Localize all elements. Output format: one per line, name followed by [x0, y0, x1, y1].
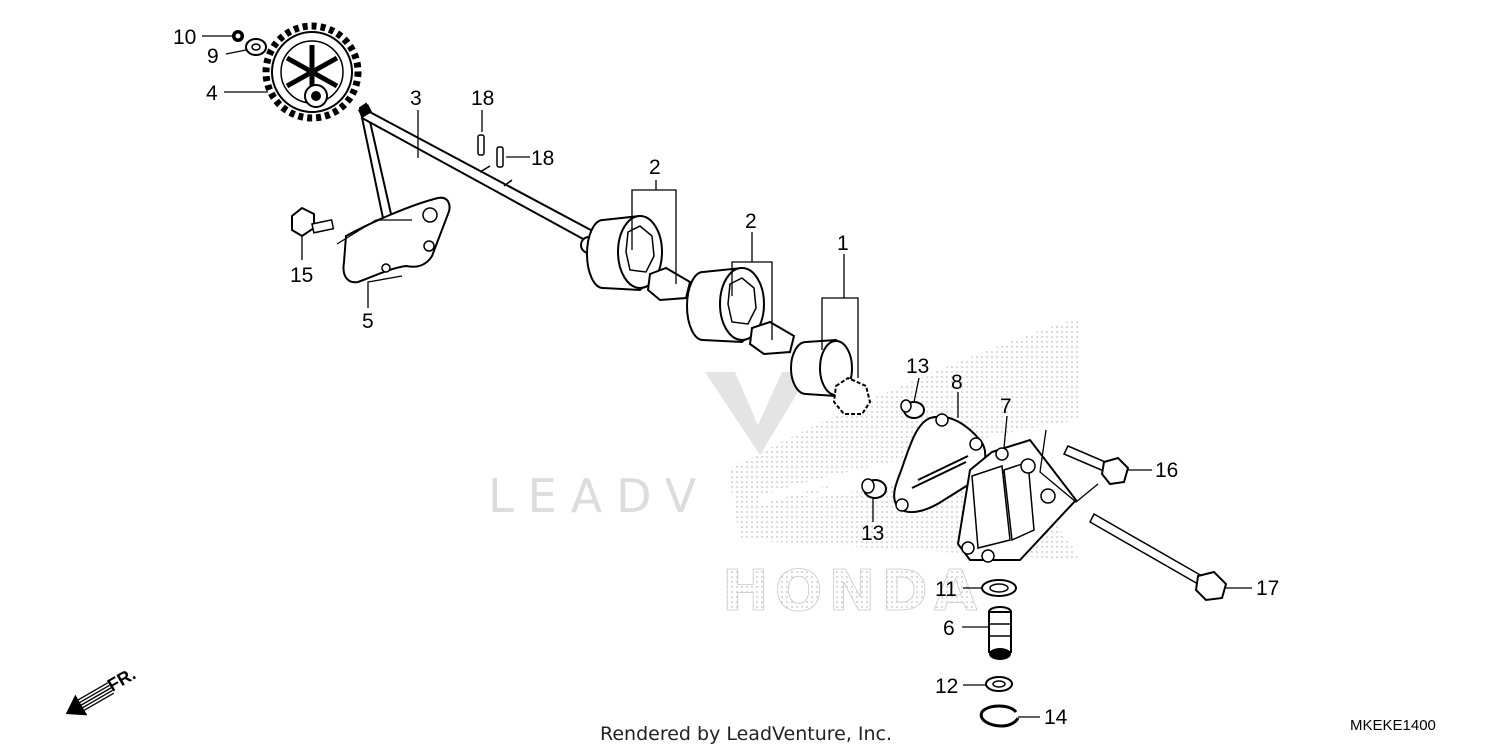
callout-17[interactable]: 17 — [1256, 577, 1279, 600]
circlip-part-14[interactable] — [979, 704, 1020, 728]
watermark-text: LEADV — [488, 469, 710, 523]
gasket-part-8[interactable] — [893, 413, 987, 514]
diagram-code: MKEKE1400 — [1350, 717, 1436, 734]
rotor-part-2b[interactable] — [686, 266, 796, 356]
callout-8[interactable]: 8 — [951, 371, 963, 394]
callout-9[interactable]: 9 — [207, 45, 219, 68]
callout-15[interactable]: 15 — [290, 264, 313, 287]
callout-1[interactable]: 1 — [837, 232, 849, 255]
callout-2a[interactable]: 2 — [649, 156, 661, 179]
callout-18b[interactable]: 18 — [531, 147, 554, 170]
relief-valve-part-6[interactable] — [988, 606, 1012, 660]
callout-18a[interactable]: 18 — [471, 87, 494, 110]
callout-4[interactable]: 4 — [206, 82, 218, 105]
callout-7[interactable]: 7 — [1000, 395, 1012, 418]
pin-part-18a[interactable] — [477, 134, 485, 156]
rotor-set-part-1[interactable] — [790, 338, 872, 415]
watermark-leadventure-mark — [705, 372, 810, 455]
bolt-part-16[interactable] — [1062, 445, 1130, 486]
bolt-part-17[interactable] — [1089, 512, 1228, 602]
front-direction-indicator: FR. — [65, 664, 139, 716]
clip-part-10[interactable] — [232, 30, 244, 42]
rotor-part-2a[interactable] — [586, 214, 692, 302]
washer-part-12[interactable] — [985, 676, 1013, 692]
pump-housing-part-7[interactable] — [956, 438, 1078, 563]
front-arrow-icon — [65, 682, 115, 716]
watermark-honda-text: HONDA — [722, 559, 983, 624]
dowel-part-13b[interactable] — [861, 478, 887, 499]
callout-13b[interactable]: 13 — [861, 522, 884, 545]
washer-part-9[interactable] — [245, 38, 267, 56]
rendered-by-credit: Rendered by LeadVenture, Inc. — [600, 723, 892, 745]
gear-part-4[interactable] — [262, 22, 362, 122]
plate-part-5[interactable] — [342, 196, 451, 284]
front-direction-label: FR. — [104, 664, 139, 696]
callout-6[interactable]: 6 — [943, 617, 955, 640]
callout-13a[interactable]: 13 — [906, 355, 929, 378]
callout-2b[interactable]: 2 — [745, 210, 757, 233]
pin-part-18b[interactable] — [496, 146, 504, 168]
leader-lines — [202, 35, 1252, 718]
callout-14[interactable]: 14 — [1044, 706, 1068, 729]
callout-12[interactable]: 12 — [935, 675, 958, 698]
bolt-part-15[interactable] — [291, 206, 335, 238]
callout-5[interactable]: 5 — [362, 310, 374, 333]
callouts: 10 9 4 3 18 18 15 5 2 2 1 13 8 7 16 13 1… — [173, 26, 1279, 729]
callout-16[interactable]: 16 — [1155, 459, 1178, 482]
callout-3[interactable]: 3 — [410, 87, 422, 110]
dowel-part-13a[interactable] — [900, 399, 925, 419]
o-ring-part-11[interactable] — [981, 579, 1017, 597]
callout-11[interactable]: 11 — [935, 578, 957, 601]
callout-10[interactable]: 10 — [173, 26, 196, 49]
